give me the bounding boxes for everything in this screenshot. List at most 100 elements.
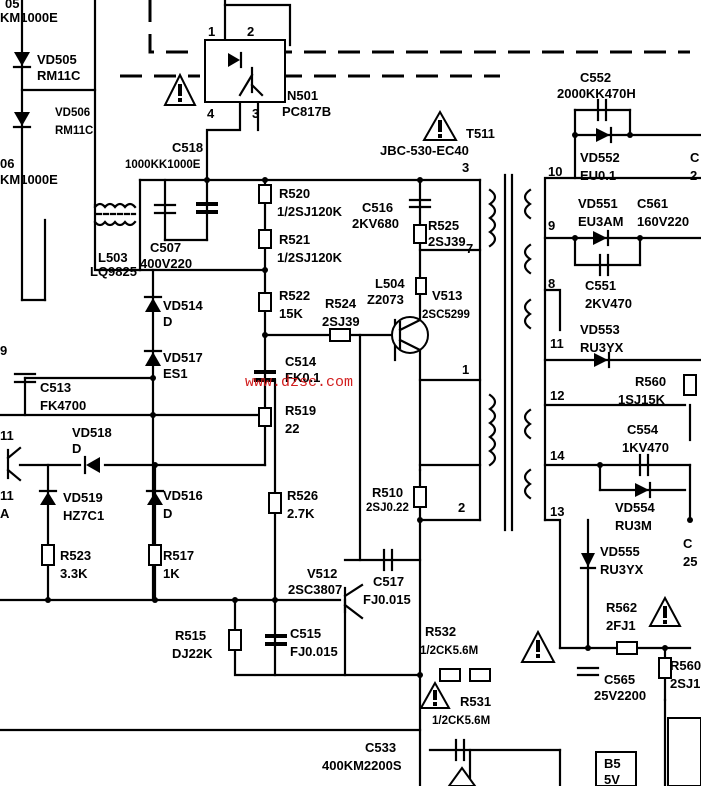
svg-text:14: 14 bbox=[550, 448, 565, 463]
svg-text:5V: 5V bbox=[604, 772, 620, 786]
svg-text:L504: L504 bbox=[375, 276, 405, 291]
resistor-r517 bbox=[148, 544, 162, 566]
svg-text:R520: R520 bbox=[279, 186, 310, 201]
svg-text:VD516: VD516 bbox=[163, 488, 203, 503]
svg-text:VD517: VD517 bbox=[163, 350, 203, 365]
svg-text:R532: R532 bbox=[425, 624, 456, 639]
capacitor-c514 bbox=[254, 370, 276, 382]
svg-text:VD555: VD555 bbox=[600, 544, 640, 559]
svg-text:R522: R522 bbox=[279, 288, 310, 303]
svg-text:C517: C517 bbox=[373, 574, 404, 589]
svg-text:A: A bbox=[0, 506, 10, 521]
svg-text:2: 2 bbox=[458, 500, 465, 515]
resistor-r532a bbox=[439, 668, 461, 682]
transistor-v513 bbox=[391, 316, 429, 354]
svg-text:D: D bbox=[163, 506, 172, 521]
svg-text:2SJ1: 2SJ1 bbox=[670, 676, 700, 691]
inductor-l503 bbox=[93, 202, 137, 227]
svg-text:RM11C: RM11C bbox=[55, 125, 93, 137]
svg-text:2KV470: 2KV470 bbox=[585, 296, 632, 311]
capacitor-c516 bbox=[408, 198, 432, 209]
svg-text:C561: C561 bbox=[637, 196, 668, 211]
transistor-v512 bbox=[343, 583, 364, 620]
svg-text:1: 1 bbox=[208, 24, 215, 39]
svg-text:1/2CK5.6M: 1/2CK5.6M bbox=[420, 645, 478, 657]
svg-text:1/2CK5.6M: 1/2CK5.6M bbox=[432, 715, 490, 727]
resistor-r525 bbox=[413, 224, 427, 244]
svg-text:LQ9825: LQ9825 bbox=[90, 264, 137, 279]
diode-vd551 bbox=[593, 229, 610, 247]
svg-text:C514: C514 bbox=[285, 354, 317, 369]
svg-text:11: 11 bbox=[0, 488, 14, 503]
svg-text:2SJ39: 2SJ39 bbox=[428, 234, 466, 249]
svg-text:1000KK1000E: 1000KK1000E bbox=[125, 159, 201, 171]
svg-text:R525: R525 bbox=[428, 218, 459, 233]
svg-text:C554: C554 bbox=[627, 422, 659, 437]
svg-text:C518: C518 bbox=[172, 140, 203, 155]
capacitor-c517 bbox=[382, 548, 394, 572]
svg-text:2FJ1: 2FJ1 bbox=[606, 618, 636, 633]
svg-text:PC817B: PC817B bbox=[282, 104, 331, 119]
resistor-r560 bbox=[683, 374, 697, 396]
warning-icon bbox=[419, 680, 451, 709]
svg-text:2SC5299: 2SC5299 bbox=[422, 309, 470, 321]
diode-vd554 bbox=[635, 481, 652, 499]
capacitor-c554 bbox=[638, 453, 650, 477]
svg-text:R531: R531 bbox=[460, 694, 491, 709]
svg-text:DJ22K: DJ22K bbox=[172, 646, 213, 661]
capacitor-c518 bbox=[196, 202, 218, 214]
svg-text:25: 25 bbox=[683, 554, 697, 569]
svg-text:25V2200: 25V2200 bbox=[594, 688, 646, 703]
svg-text:1K: 1K bbox=[163, 566, 180, 581]
resistor-r526 bbox=[268, 492, 282, 514]
diode-vd506 bbox=[12, 112, 32, 129]
svg-text:C533: C533 bbox=[365, 740, 396, 755]
warning-icon bbox=[648, 595, 682, 627]
junctions bbox=[45, 132, 693, 678]
svg-text:1/2SJ120K: 1/2SJ120K bbox=[277, 250, 343, 265]
connector-b5 bbox=[595, 751, 637, 786]
inductor-l504 bbox=[415, 277, 427, 295]
diode-vd514 bbox=[143, 295, 163, 312]
svg-text:VD514: VD514 bbox=[163, 298, 204, 313]
resistor-r515 bbox=[228, 629, 242, 651]
svg-text:7: 7 bbox=[466, 241, 473, 256]
svg-text:2KV680: 2KV680 bbox=[352, 216, 399, 231]
svg-text:RU3YX: RU3YX bbox=[600, 562, 644, 577]
svg-text:VD552: VD552 bbox=[580, 150, 620, 165]
svg-text:C: C bbox=[690, 150, 700, 165]
isolation-boundary bbox=[120, 0, 690, 78]
svg-text:R524: R524 bbox=[325, 296, 357, 311]
svg-text:R560: R560 bbox=[670, 658, 701, 673]
svg-text:4: 4 bbox=[207, 106, 215, 121]
diode-vd555 bbox=[579, 553, 597, 570]
svg-text:R515: R515 bbox=[175, 628, 206, 643]
svg-text:VD505: VD505 bbox=[37, 52, 77, 67]
svg-text:C: C bbox=[683, 536, 693, 551]
svg-text:N501: N501 bbox=[287, 88, 318, 103]
svg-text:L503: L503 bbox=[98, 250, 128, 265]
svg-text:EU0.1: EU0.1 bbox=[580, 168, 616, 183]
svg-text:3: 3 bbox=[252, 106, 259, 121]
svg-text:05: 05 bbox=[5, 0, 19, 11]
svg-text:C516: C516 bbox=[362, 200, 393, 215]
svg-text:R523: R523 bbox=[60, 548, 91, 563]
svg-text:HZ7C1: HZ7C1 bbox=[63, 508, 104, 523]
svg-text:3: 3 bbox=[462, 160, 469, 175]
svg-text:FJ0.015: FJ0.015 bbox=[363, 592, 411, 607]
svg-text:FJ0.015: FJ0.015 bbox=[290, 644, 338, 659]
resistor-r532b bbox=[469, 668, 491, 682]
resistor-r562 bbox=[616, 641, 638, 655]
svg-text:V513: V513 bbox=[432, 288, 462, 303]
capacitor-c551 bbox=[598, 253, 610, 277]
svg-text:V512: V512 bbox=[307, 566, 337, 581]
svg-text:11: 11 bbox=[0, 428, 14, 443]
capacitor-c533 bbox=[454, 738, 466, 762]
svg-text:R521: R521 bbox=[279, 232, 310, 247]
capacitor-c565 bbox=[576, 666, 600, 677]
connector-edge bbox=[667, 717, 701, 786]
svg-text:VD554: VD554 bbox=[615, 500, 656, 515]
svg-text:10: 10 bbox=[548, 164, 562, 179]
svg-text:2: 2 bbox=[247, 24, 254, 39]
svg-text:C552: C552 bbox=[580, 70, 611, 85]
